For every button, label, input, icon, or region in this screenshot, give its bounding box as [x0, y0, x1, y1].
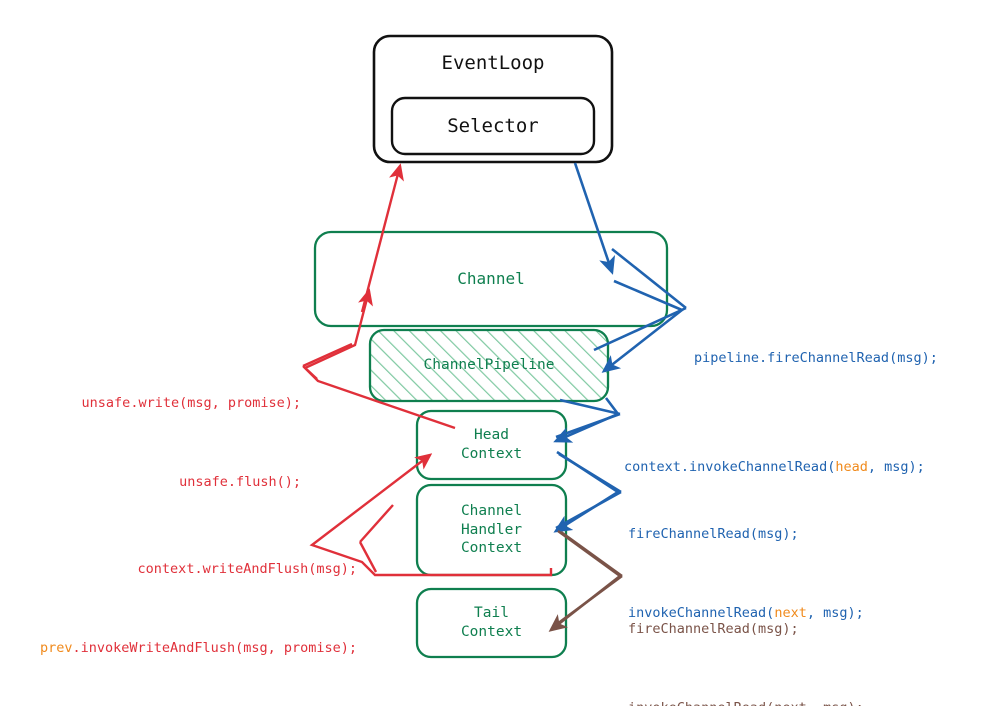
- annotation-line: fireChannelRead(msg);: [628, 521, 864, 547]
- annotation-context-write-and-flush: context.writeAndFlush(msg); prev.invokeW…: [0, 503, 357, 706]
- annotation-line: invokeChannelRead(next, msg);: [628, 600, 864, 626]
- channel-handler-context-box: [415, 483, 568, 577]
- annotation-line: invokeChannelRead(next, msg);: [628, 695, 880, 706]
- annotation-pipeline-fire-channel-read: pipeline.fireChannelRead(msg);: [694, 292, 938, 424]
- red-arrow-handler-to-head: [309, 453, 553, 577]
- annotation-span: unsafe.write(msg, promise);: [81, 394, 301, 411]
- annotation-span: invokeChannelRead(next, msg);: [628, 700, 864, 706]
- blue-leader-fire-invoke-next: [555, 452, 622, 530]
- annotation-span: pipeline.fireChannelRead(msg);: [694, 349, 938, 366]
- blue-leader-context-invoke-head: [555, 398, 621, 439]
- brown-leader-tail-unhandled: [552, 530, 623, 629]
- annotation-tail-unhandled: fireChannelRead(msg); invokeChannelRead(…: [628, 563, 880, 706]
- annotation-context-invoke-channel-read-head: context.invokeChannelRead(head, msg);: [624, 401, 925, 533]
- blue-arrow-selector-to-channel: [573, 162, 616, 275]
- selector-box: [390, 96, 596, 156]
- red-leader-unsafe-write: [302, 342, 353, 380]
- annotation-span: invokeChannelRead(: [628, 604, 775, 621]
- annotation-line: prev.invokeWriteAndFlush(msg, promise);: [0, 635, 357, 661]
- annotation-span: , msg);: [867, 458, 925, 475]
- annotation-line: fireChannelRead(msg);: [628, 616, 880, 642]
- annotation-line: unsafe.flush();: [18, 469, 301, 495]
- head-context-box: [415, 409, 568, 481]
- annotation-line: pipeline.fireChannelRead(msg);: [694, 345, 938, 371]
- annotation-keyword: next: [774, 604, 807, 621]
- annotation-span: context.invokeChannelRead(: [624, 458, 836, 475]
- annotation-keyword: head: [835, 458, 868, 475]
- annotation-line: context.invokeChannelRead(head, msg);: [624, 454, 925, 480]
- channel-box: [313, 230, 669, 328]
- annotation-unsafe-write: unsafe.write(msg, promise); unsafe.flush…: [18, 337, 301, 548]
- tail-context-box: [415, 587, 568, 659]
- annotation-line: unsafe.write(msg, promise);: [18, 390, 301, 416]
- annotation-span: .invokeWriteAndFlush(msg, promise);: [72, 639, 357, 656]
- annotation-fire-invoke-next: fireChannelRead(msg); invokeChannelRead(…: [628, 468, 864, 679]
- channel-pipeline-box: [368, 328, 610, 403]
- annotation-span: context.writeAndFlush(msg);: [137, 560, 357, 577]
- blue-leader-pipeline-fire-read: [593, 247, 687, 352]
- red-leader-context-write-flush: [358, 504, 394, 573]
- annotation-span: fireChannelRead(msg);: [628, 525, 799, 542]
- annotation-span: fireChannelRead(msg);: [628, 620, 799, 637]
- annotation-keyword: prev: [40, 639, 73, 656]
- red-arrow-channel-to-eventloop: [360, 163, 404, 313]
- annotation-span: unsafe.flush();: [179, 473, 301, 490]
- annotation-line: context.writeAndFlush(msg);: [0, 556, 357, 582]
- annotation-span: , msg);: [806, 604, 864, 621]
